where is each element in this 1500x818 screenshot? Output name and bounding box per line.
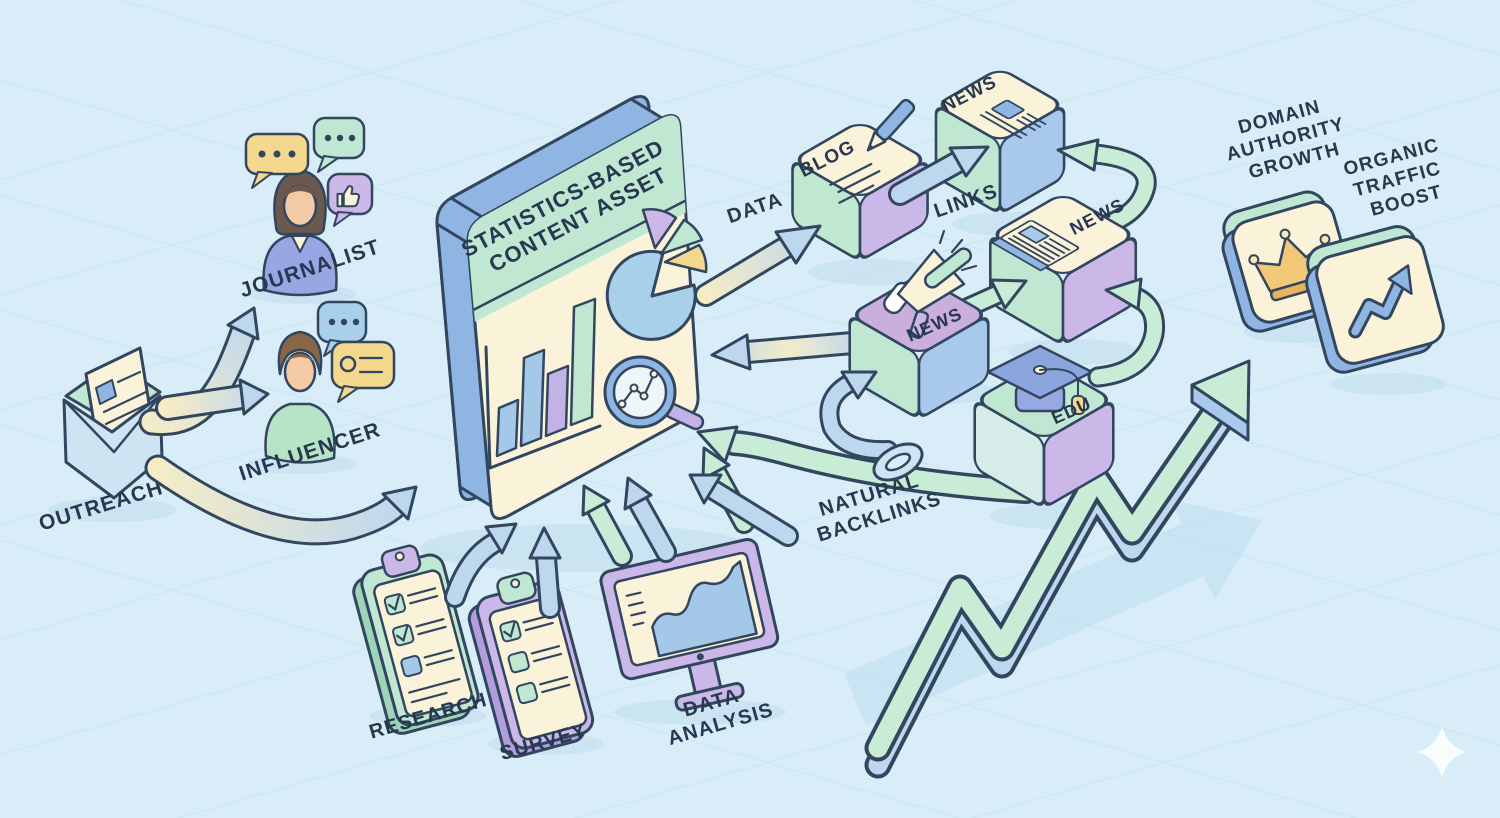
speech-bubble-dots-green-icon: [312, 116, 366, 173]
arrow-blue-up-1: [623, 476, 677, 563]
thumbs-up-bubble-icon: [326, 172, 374, 227]
news-press-cube: [989, 196, 1138, 343]
bar-chart-icon: [484, 297, 602, 470]
influencer-avatar: [264, 330, 336, 464]
arrow-outreach-to-influencer: [155, 378, 270, 421]
organic-traffic-tile: [1305, 225, 1445, 374]
arrow-green-up-1: [581, 484, 633, 567]
link-icon: [872, 442, 924, 482]
clipboard-research-icon: [352, 544, 480, 735]
magnifier-icon: [603, 355, 705, 431]
arrow-research-up: [444, 522, 518, 608]
data-analysis-label: DATA ANALYSIS: [659, 677, 776, 750]
arrow-natural-backlinks: [696, 425, 1039, 504]
monitor-icon: [599, 537, 780, 712]
envelope-icon: [62, 346, 164, 500]
megaphone-icon: [883, 229, 978, 339]
area-chart-icon: [651, 560, 758, 658]
arrow-links-flow: [888, 145, 990, 206]
speech-bubble-dots-yellow-icon: [244, 132, 310, 189]
sparkle-icon: [1418, 726, 1466, 778]
arrow-outreach-to-asset: [144, 454, 418, 546]
arrow-data-flow: [694, 224, 822, 307]
checklist: [383, 587, 461, 704]
newspaper-icon: [979, 99, 1047, 139]
clipboard-survey-icon: [467, 571, 595, 758]
trend-arrow-icon: [1348, 264, 1413, 339]
news-media-cube: [848, 229, 990, 417]
pie-chart-icon: [605, 208, 708, 341]
speech-bubble-text-yellow-icon: [330, 340, 396, 403]
arrow-news-to-asset: [710, 330, 876, 371]
arrow-edu-to-press: [1087, 277, 1166, 388]
growth-zigzag: [864, 359, 1251, 779]
arrow-loop-media: [819, 370, 898, 461]
folded-newspaper-icon: [990, 220, 1080, 272]
handwriting-lines: [829, 162, 881, 204]
growth-shadow-arrow: [844, 500, 1262, 726]
journalist-avatar: [262, 168, 338, 297]
content-asset-panel: STATISTICS-BASED CONTENT ASSET: [435, 95, 708, 520]
edu-cube: [973, 344, 1115, 506]
arrow-monitor-up: [688, 473, 799, 547]
pencil-icon: [866, 98, 916, 152]
checklist: [499, 614, 571, 705]
graduation-cap-icon: [986, 344, 1094, 415]
arrow-survey-up: [528, 526, 562, 619]
